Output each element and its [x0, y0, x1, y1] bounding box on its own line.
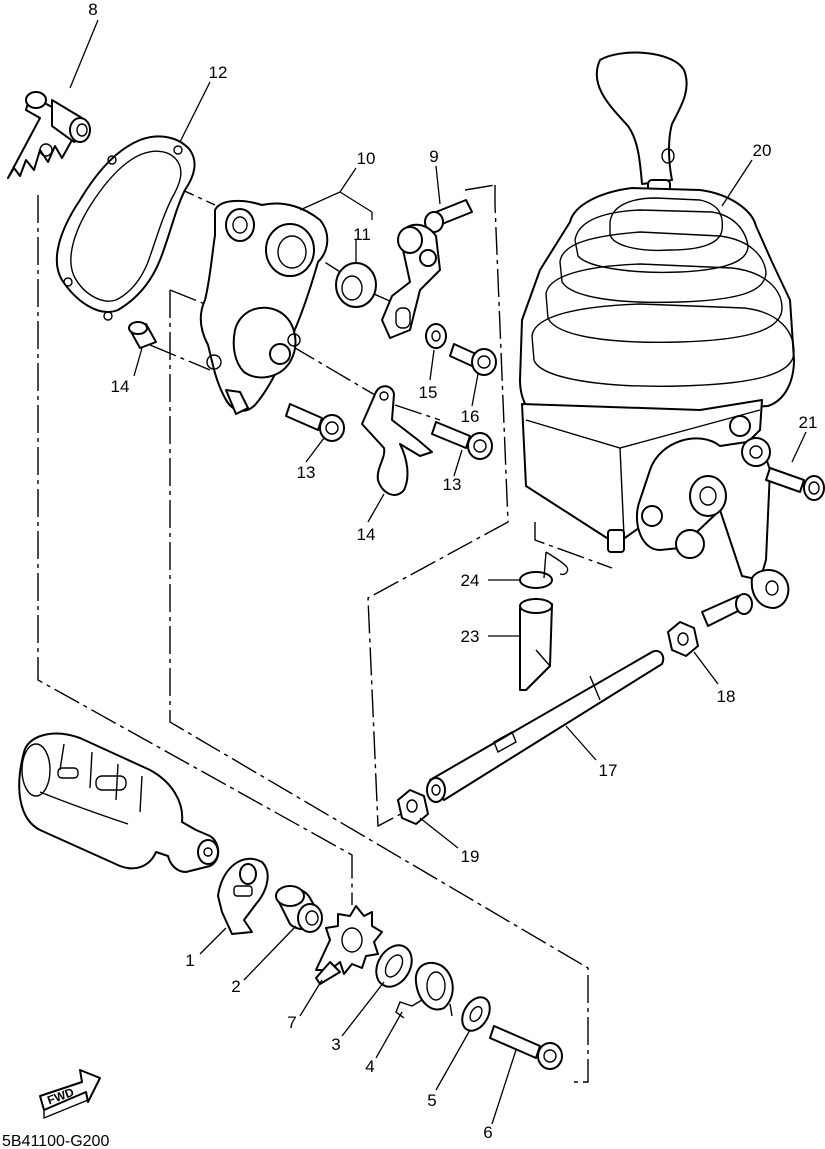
part-19-nut [667, 621, 699, 657]
part-4-torsion-spring [395, 961, 454, 1019]
drawing-code: 5B41100-G200 [2, 1133, 109, 1149]
callout-3: 3 [331, 1035, 340, 1054]
callout-9: 9 [429, 147, 438, 166]
part-20-nut [397, 789, 429, 825]
part-8-shift-lever [7, 91, 91, 179]
part-24-cotter-pin [519, 551, 569, 589]
callout-19: 18 [717, 687, 736, 706]
callout-18: 17 [599, 761, 618, 780]
callout-16: 15 [419, 383, 438, 402]
part-10-shift-housing [199, 199, 329, 415]
part-15-dowel-pin [128, 321, 157, 349]
part-23-collar [519, 598, 553, 691]
part-17-bolt [449, 343, 497, 376]
callout-10: 10 [357, 149, 376, 168]
callout-2: 2 [231, 977, 240, 996]
callout-13-left: 13 [297, 463, 316, 482]
part-14-cable-holder [361, 385, 433, 496]
part-13-bolt-b [431, 421, 493, 460]
callout-14: 14 [357, 525, 376, 544]
part-9-bolt [424, 199, 473, 233]
part-11-oil-seal [335, 262, 377, 308]
callout-8: 8 [88, 0, 97, 19]
callout-15: 14 [111, 377, 130, 396]
part-7-segment-gear [315, 905, 383, 985]
rod-end-bolt [701, 593, 753, 627]
callout-6: 6 [483, 1123, 492, 1142]
callout-4: 4 [365, 1057, 374, 1076]
part-2-collar [275, 885, 323, 933]
callout-23: 23 [461, 627, 480, 646]
callout-24: 24 [461, 571, 480, 590]
callout-12: 12 [209, 63, 228, 82]
callout-leader-lines [69, 19, 807, 1125]
part-21-shift-lever-assembly [519, 51, 795, 609]
part-13-bolt-a [285, 403, 345, 442]
shift-link-arm [381, 223, 441, 339]
fwd-label: FWD [45, 1085, 76, 1108]
part-12-gasket [55, 135, 196, 321]
callout-1: 1 [185, 951, 194, 970]
part-6-bolt [489, 1025, 563, 1070]
part-22-bolt [765, 467, 825, 501]
callout-13-right: 13 [443, 475, 462, 494]
part-16-washer [425, 323, 447, 349]
part-1-stopper-lever [217, 857, 269, 935]
part-18-shift-rod [426, 650, 665, 803]
callout-5: 5 [427, 1091, 436, 1110]
callout-20: 19 [461, 847, 480, 866]
callout-11: 11 [353, 225, 371, 244]
callout-22: 21 [799, 413, 818, 432]
part-3-washer [375, 944, 413, 988]
shift-drum [18, 732, 220, 873]
callout-labels: 8 12 10 9 11 20 14 15 16 21 13 13 14 24 … [88, 0, 817, 1142]
forward-direction-arrow: FWD [39, 1069, 101, 1120]
callout-7: 7 [287, 1013, 296, 1032]
callout-17: 16 [461, 407, 480, 426]
part-5-washer [461, 996, 491, 1032]
callout-21: 20 [753, 141, 772, 160]
